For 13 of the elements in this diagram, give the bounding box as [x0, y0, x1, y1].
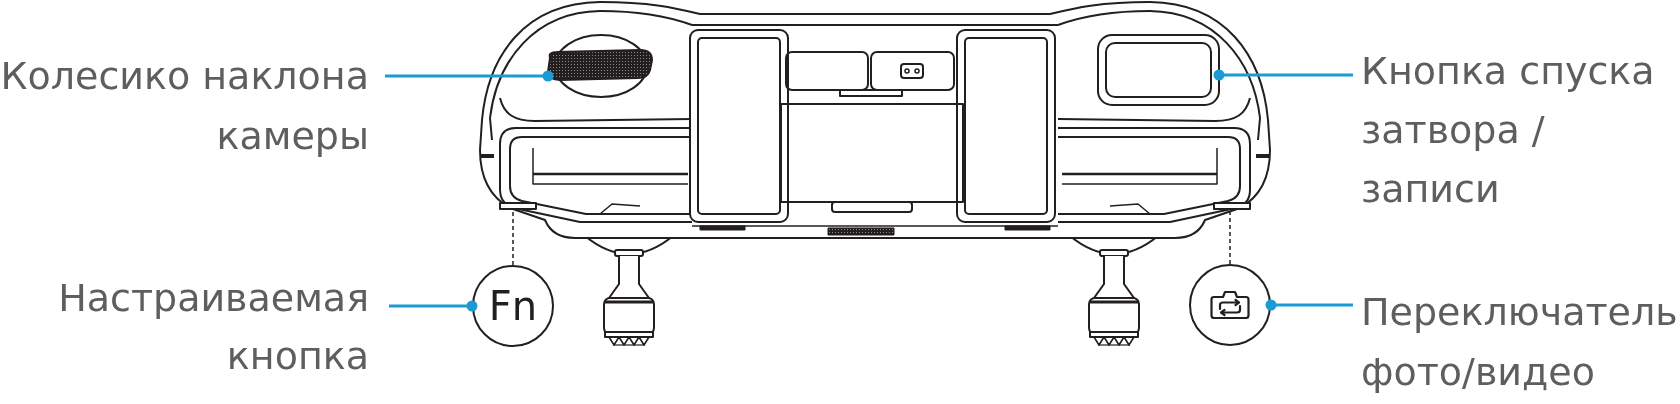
leader-line: [389, 300, 478, 312]
dashed-leader-line: [1229, 209, 1231, 265]
leader-line: [1213, 69, 1353, 81]
trigger-button: [1097, 34, 1220, 106]
callout-label: Настраиваемая кнопка: [56, 269, 389, 385]
leader-line: [1265, 299, 1353, 311]
callout-label: Переключатель фото/видео: [1353, 282, 1680, 402]
leader-line: [385, 70, 554, 82]
dashed-leader-line: [512, 209, 514, 266]
callout-label: Кнопка спуска затвора / записи: [1353, 42, 1657, 219]
fn-key-label: Fn: [488, 286, 538, 326]
callout-label: Колесико наклона камеры: [0, 46, 385, 166]
dial-wheel: [547, 49, 653, 81]
